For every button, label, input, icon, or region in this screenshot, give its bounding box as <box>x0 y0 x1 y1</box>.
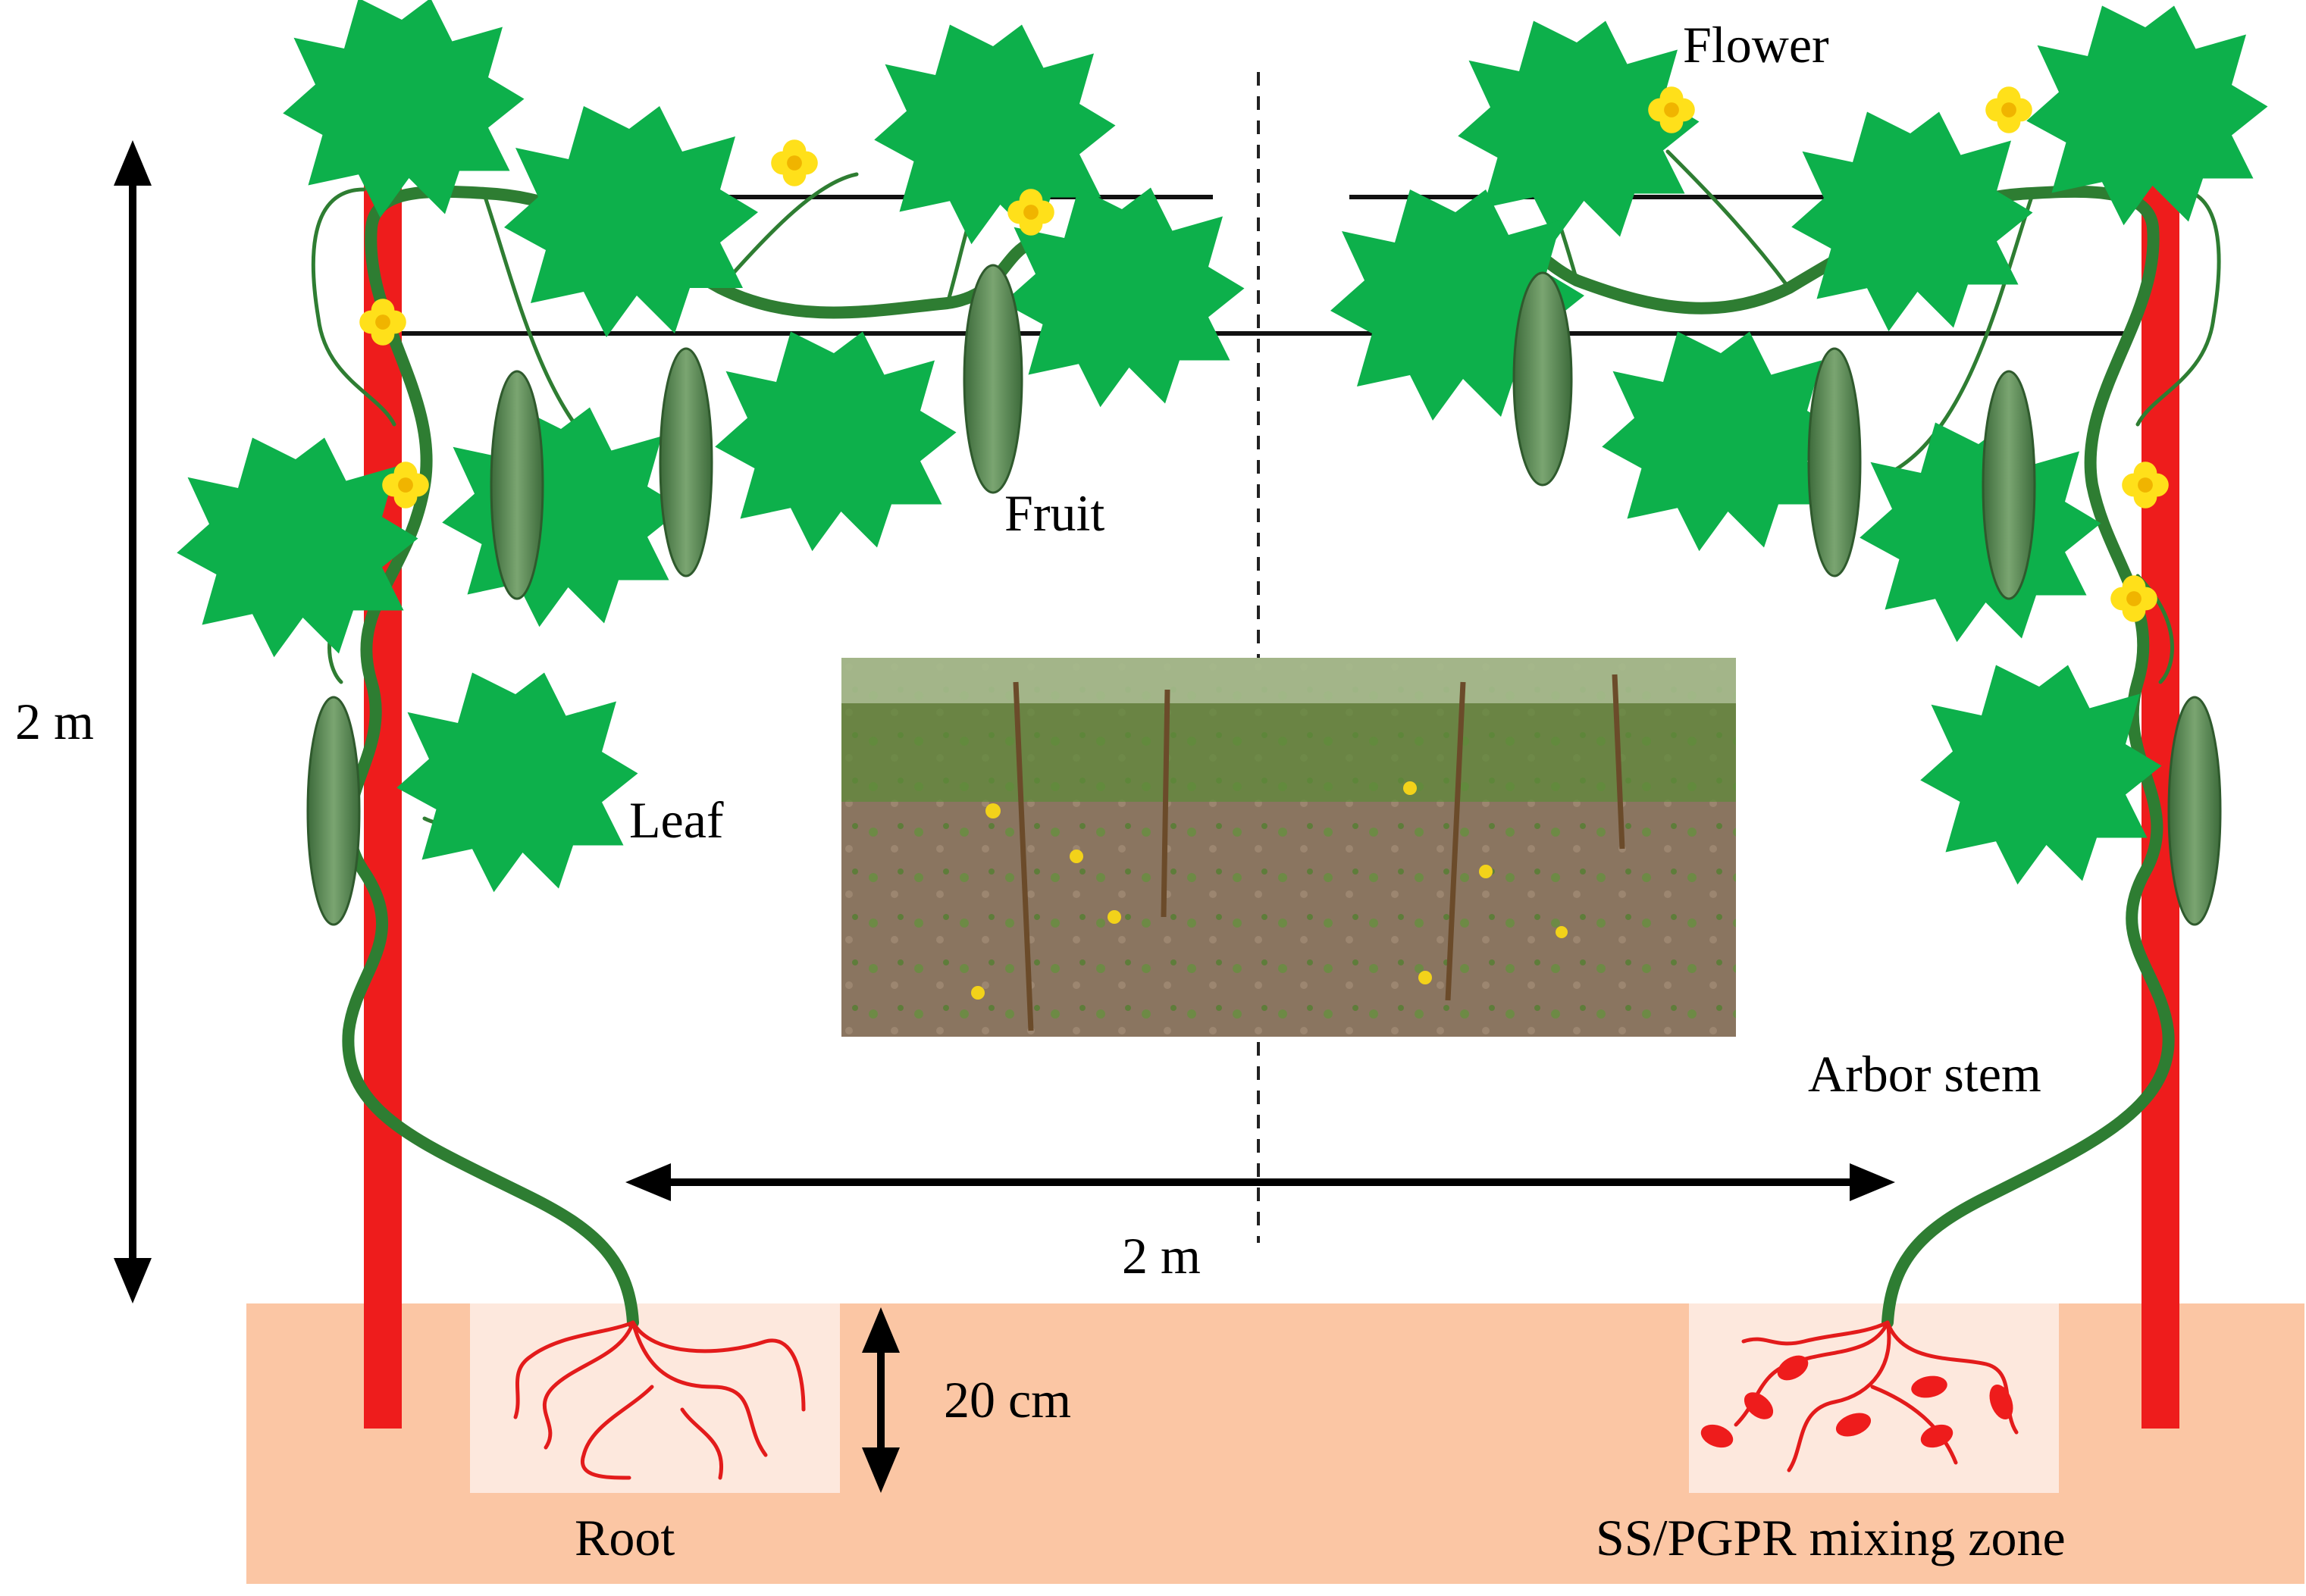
leaf <box>1602 331 1844 552</box>
fruit <box>490 370 544 600</box>
label-root: Root <box>575 1509 675 1566</box>
fruits <box>306 264 2222 926</box>
flower <box>1985 86 2032 133</box>
fruit <box>1512 271 1573 487</box>
label-flower: Flower <box>1683 16 1829 74</box>
field-photo <box>841 658 1736 1037</box>
label-depth: 20 cm <box>944 1371 1071 1429</box>
leaf <box>396 672 638 893</box>
roots-left <box>513 1320 806 1480</box>
fruit <box>1982 370 2036 600</box>
fruit <box>659 347 713 577</box>
leaf <box>1860 422 2101 643</box>
fruit <box>963 264 1023 494</box>
fruit <box>2167 696 2222 926</box>
label-width: 2 m <box>1122 1227 1201 1285</box>
leaf <box>442 407 684 627</box>
root-zone-left <box>470 1303 840 1493</box>
label-arbor-stem: Arbor stem <box>1808 1045 2041 1103</box>
depth-arrow <box>862 1307 900 1493</box>
fruit <box>1807 347 1862 577</box>
leaf <box>715 331 957 552</box>
width-arrow <box>625 1163 1895 1201</box>
label-height: 2 m <box>15 693 94 750</box>
pole-left <box>364 155 402 1429</box>
label-leaf: Leaf <box>629 791 724 849</box>
fruit <box>306 696 361 926</box>
leaf <box>504 106 758 337</box>
leaf <box>1920 665 2162 885</box>
leaf <box>1791 111 2033 332</box>
label-fruit: Fruit <box>1004 484 1104 542</box>
flower <box>771 139 818 186</box>
leaf <box>283 0 525 218</box>
ss-pgpr-particles <box>1700 1355 2013 1448</box>
height-arrow <box>114 140 152 1303</box>
label-mixing-zone: SS/PGPR mixing zone <box>1596 1509 2066 1566</box>
